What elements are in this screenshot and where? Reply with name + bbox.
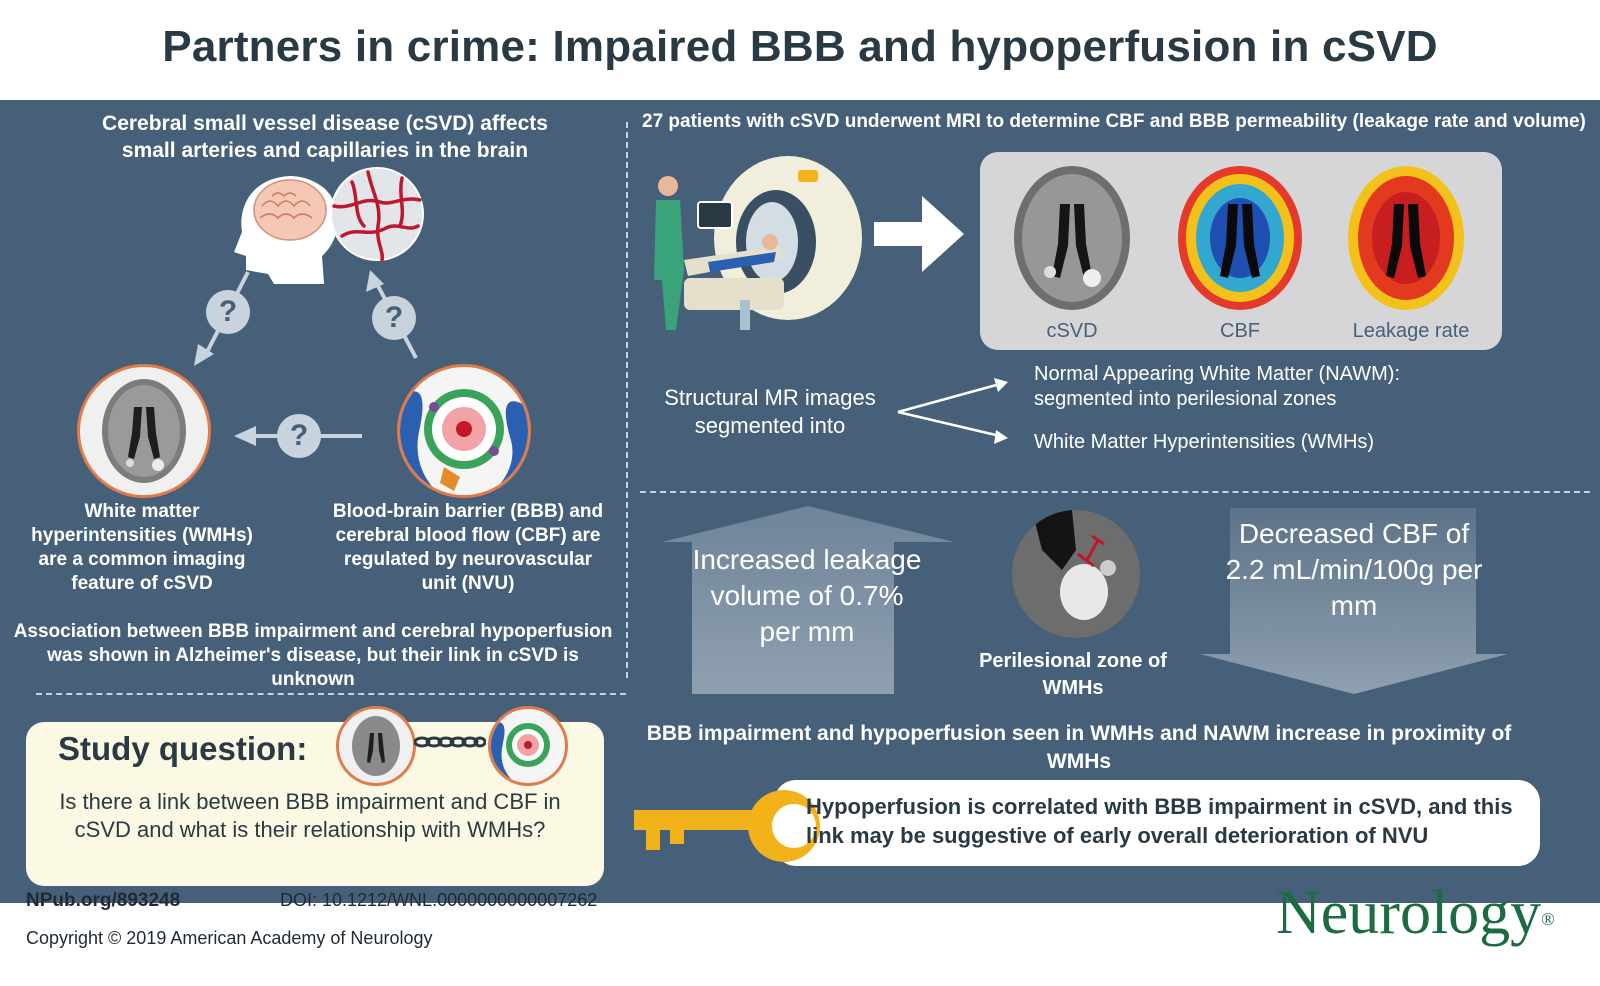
mini-wmh-icon: [336, 706, 416, 786]
mr-brain-images: [1014, 166, 1464, 310]
nvu-illustration: [397, 364, 531, 498]
label-cbf: CBF: [1220, 320, 1260, 342]
patients-text: 27 patients with cSVD underwent MRI to d…: [642, 111, 1586, 132]
decrease-down-arrow: [1200, 508, 1508, 694]
left-divider: [36, 693, 626, 695]
label-leakage-rate: Leakage rate: [1352, 320, 1470, 342]
segmented-text: Structural MR images segmented into: [664, 385, 876, 438]
head-brain-illustration: [234, 167, 424, 284]
nawm-text: Normal Appearing White Matter (NAWM): se…: [1034, 363, 1401, 410]
perilesional-caption: Perilesional zone of WMHs: [979, 650, 1167, 699]
csvd-brain-scan: [1014, 166, 1130, 310]
perilesional-zone-image: [1012, 510, 1140, 638]
neurology-logo: Neurology®: [1276, 878, 1555, 948]
split-arrows: [897, 378, 1008, 444]
question-icon-right: ?: [372, 296, 416, 340]
page-title: Partners in crime: Impaired BBB and hypo…: [162, 22, 1438, 71]
cbf-brain-scan: [1178, 166, 1302, 310]
brand-name: Neurology: [1276, 879, 1542, 947]
key-icon: [634, 790, 820, 862]
increased-leakage-text: Increased leakage volume of 0.7% per mm: [692, 544, 922, 647]
association-text: Association between BBB impairment and c…: [13, 621, 613, 690]
chain-icon: [414, 736, 486, 748]
npub-link[interactable]: NPub.org/893248: [26, 890, 181, 911]
study-text: Is there a link between BBB impairment a…: [59, 789, 561, 842]
leakage-brain-scan: [1348, 166, 1464, 310]
bbb-caption: Blood-brain barrier (BBB) and cerebral b…: [332, 501, 604, 594]
conclusion-text: Hypoperfusion is correlated with BBB imp…: [806, 794, 1513, 848]
study-title: Study question:: [58, 730, 308, 767]
wmh-text: White Matter Hyperintensities (WMHs): [1034, 431, 1375, 453]
mini-nvu-icon: [488, 706, 568, 786]
registered-mark: ®: [1541, 909, 1555, 929]
wmh-brain-scan: [77, 364, 211, 498]
vertical-divider: [626, 122, 628, 678]
label-csvd: cSVD: [1046, 320, 1098, 342]
finding-text: BBB impairment and hypoperfusion seen in…: [646, 722, 1512, 773]
doi-text: DOI: 10.1212/WNL.0000000000007262: [280, 890, 598, 910]
right-divider: [640, 491, 1590, 493]
wmh-caption: White matter hyperintensities (WMHs) are…: [31, 501, 253, 594]
right-arrow-icon: [874, 196, 964, 272]
conclusion-box: [774, 780, 1540, 866]
csvd-intro: Cerebral small vessel disease (cSVD) aff…: [102, 112, 548, 162]
question-icon-bottom: ?: [277, 414, 321, 458]
mri-scanner-illustration: [654, 156, 862, 330]
copyright-text: Copyright © 2019 American Academy of Neu…: [26, 928, 433, 948]
question-icon-left: ?: [206, 290, 250, 334]
increase-up-arrow: [662, 506, 954, 694]
decreased-cbf-text: Decreased CBF of 2.2 mL/min/100g per mm: [1225, 518, 1483, 621]
